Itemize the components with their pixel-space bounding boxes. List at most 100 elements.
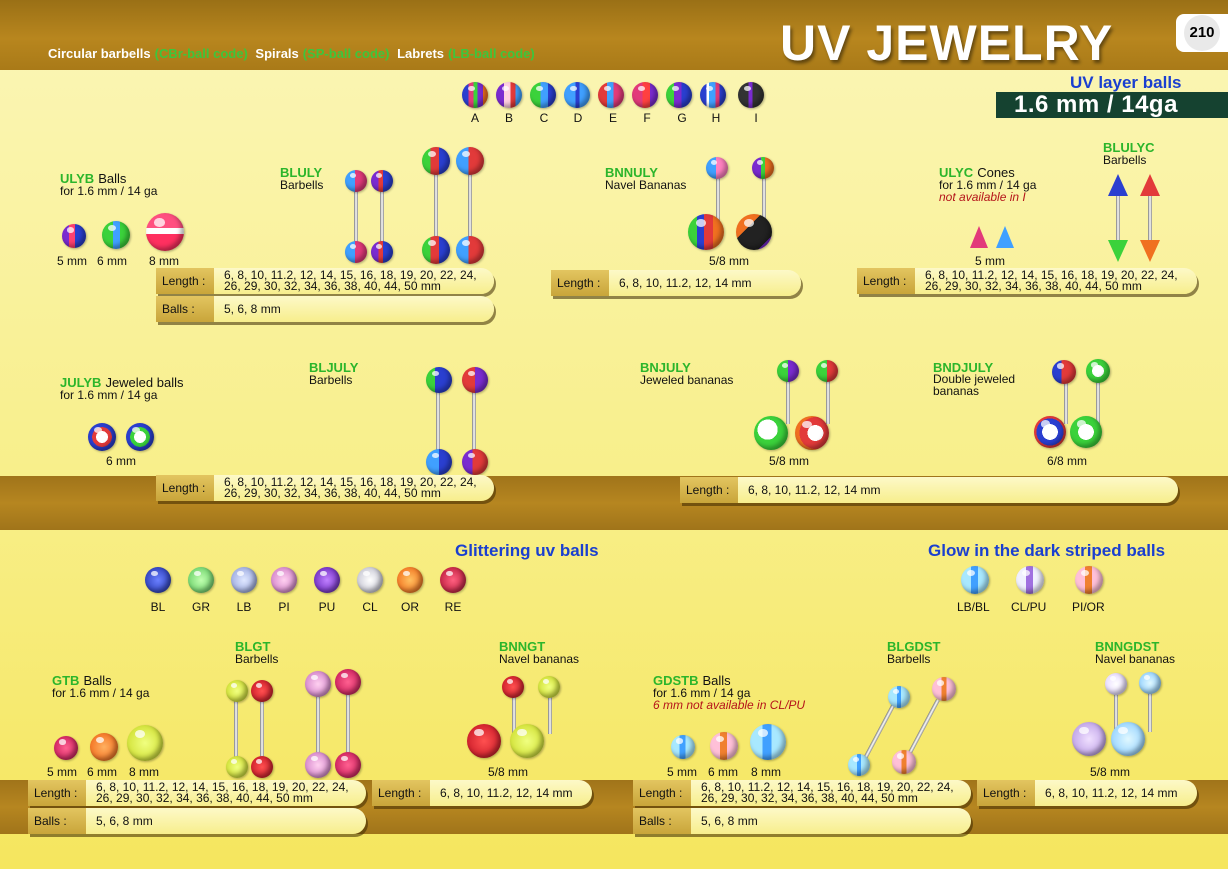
bljuly-rod-1 — [436, 386, 440, 460]
gdstb-size-8: 8 mm — [751, 765, 781, 779]
blgt-ball-3a — [305, 671, 331, 697]
bljuly-ball-1a — [426, 367, 452, 393]
glitter-label-cl: CL — [362, 600, 378, 614]
bnngt-ball-2a — [538, 676, 560, 698]
bluly-ball-4a — [456, 147, 484, 175]
blgt-name: Barbells — [235, 652, 279, 666]
blgt-ball-1b — [226, 756, 248, 778]
blgt-length-line2: 26, 29, 30, 32, 34, 36, 38, 40, 44, 50 m… — [96, 791, 313, 805]
gtb-size-8: 8 mm — [129, 765, 159, 779]
bnngdst-name: Navel bananas — [1095, 652, 1176, 666]
blgdst-ball-1b — [848, 754, 870, 776]
swatch-letter-g: G — [677, 111, 687, 125]
blgt-length-label: Length : — [28, 780, 86, 806]
gdstb-size-5: 5 mm — [667, 765, 697, 779]
swatch-letter-f: F — [643, 111, 651, 125]
page-title: UV JEWELRY — [780, 15, 1114, 71]
bnjuly-ball-1a — [777, 360, 799, 382]
bljuly-ball-2a — [462, 367, 488, 393]
bluly-rod-1 — [354, 186, 358, 246]
swatch-e — [598, 82, 624, 108]
swatch-letter-c: C — [539, 111, 549, 125]
ulyb-ball-5 — [62, 224, 86, 248]
swatch-letter-h: H — [711, 111, 721, 125]
bnngdst-size: 5/8 mm — [1090, 765, 1131, 779]
ulyc-length-line2: 26, 29, 30, 32, 34, 36, 38, 40, 44, 50 m… — [925, 279, 1142, 293]
bnnuly-name: Navel Bananas — [605, 178, 687, 192]
swatch-letter-d: D — [573, 111, 583, 125]
ulyb-spec: for 1.6 mm / 14 ga — [60, 184, 158, 198]
blulyc-name: Barbells — [1103, 153, 1147, 167]
swatch-c — [530, 82, 556, 108]
bluly-balls-label: Balls : — [156, 296, 214, 322]
bluly-name: Barbells — [280, 178, 324, 192]
bnngt-ball-2b — [510, 724, 544, 758]
bnngt-rod-1 — [512, 690, 516, 734]
ulyc-name: Cones — [977, 165, 1015, 180]
bnngdst-ball-1b — [1072, 722, 1106, 756]
subtitle-labrets-code: (LB-ball code) — [448, 46, 535, 61]
glitter-ball-bl — [145, 567, 171, 593]
bndjuly-ball-1a — [1052, 360, 1076, 384]
bnnuly-ball-1b — [688, 214, 724, 250]
blgdst-name: Barbells — [887, 652, 931, 666]
ulyc-cone-2 — [996, 226, 1014, 248]
bnjuly-ball-1b — [754, 416, 788, 450]
ulyb-name: Balls — [98, 171, 127, 186]
blgdst-ball-2a — [932, 677, 956, 701]
bnngt-length-label: Length : — [372, 780, 430, 806]
glitter-ball-pi — [271, 567, 297, 593]
blulyc-cone-1b — [1108, 240, 1128, 262]
bnngt-length-value: 6, 8, 10, 11.2, 12, 14 mm — [440, 785, 573, 800]
blgt-ball-3b — [305, 752, 331, 778]
glitter-label-bl: BL — [150, 600, 166, 614]
uv-layer-heading: UV layer balls — [1070, 73, 1182, 92]
gdstb-size-6: 6 mm — [708, 765, 738, 779]
bluly-ball-4b — [456, 236, 484, 264]
swatch-g — [666, 82, 692, 108]
swatch-letter-b: B — [504, 111, 513, 125]
glitter-label-or: OR — [401, 600, 419, 614]
gtb-name: Balls — [83, 673, 112, 688]
bljuly-length-line1: 6, 8, 10, 11.2, 12, 14, 15, 16, 18, 19, … — [224, 475, 477, 489]
blgt-ball-1a — [226, 680, 248, 702]
julyb-spec: for 1.6 mm / 14 ga — [60, 388, 158, 402]
bluly-balls-value: 5, 6, 8 mm — [224, 301, 281, 316]
bnngt-ball-1b — [467, 724, 501, 758]
bluly-rod-2 — [380, 186, 384, 246]
bnngt-name: Navel bananas — [499, 652, 580, 666]
glow-heading: Glow in the dark striped balls — [928, 541, 1166, 560]
blgdst-ball-2b — [892, 750, 916, 774]
julyb-ball-1 — [88, 423, 116, 451]
blgt-balls-label: Balls : — [28, 808, 86, 834]
bluly-ball-3a — [422, 147, 450, 175]
bndjuly-code: BNDJULY — [933, 360, 994, 375]
swatch-h — [700, 82, 726, 108]
ulyb-size-8: 8 mm — [149, 254, 179, 268]
bluly-ball-1a — [345, 170, 367, 192]
bnngdst-code: BNNGDST — [1095, 639, 1160, 654]
julyb-size: 6 mm — [106, 454, 136, 468]
gdstb-code: GDSTB — [653, 673, 699, 688]
bndjuly-rod-1 — [1064, 374, 1068, 424]
bnngdst-length-label: Length : — [977, 780, 1035, 806]
bnnuly-length-label: Length : — [551, 270, 609, 296]
glitter-label-pi: PI — [278, 600, 290, 614]
bljuly-length-pill: Length : 6, 8, 10, 11.2, 12, 14, 15, 16,… — [156, 475, 494, 501]
bnnuly-length-pill: Length : 6, 8, 10, 11.2, 12, 14 mm — [551, 270, 801, 296]
bluly-balls-pill: Balls : 5, 6, 8 mm — [156, 296, 494, 322]
gdstb-ball-6 — [710, 732, 738, 760]
glitter-label-lb: LB — [236, 600, 252, 614]
blgt-rod-2 — [260, 694, 264, 764]
bljuly-name: Barbells — [309, 373, 353, 387]
blgdst-ball-1a — [888, 686, 910, 708]
blulyc-cone-2b — [1140, 240, 1160, 262]
gdstb-balls-value: 5, 6, 8 mm — [701, 813, 758, 828]
bluly-length-line2: 26, 29, 30, 32, 34, 36, 38, 40, 44, 50 m… — [224, 279, 441, 293]
julyb-code: JULYB — [60, 375, 102, 390]
subtitle-labrets: Labrets — [397, 46, 445, 61]
bnngt-rod-2 — [548, 690, 552, 734]
